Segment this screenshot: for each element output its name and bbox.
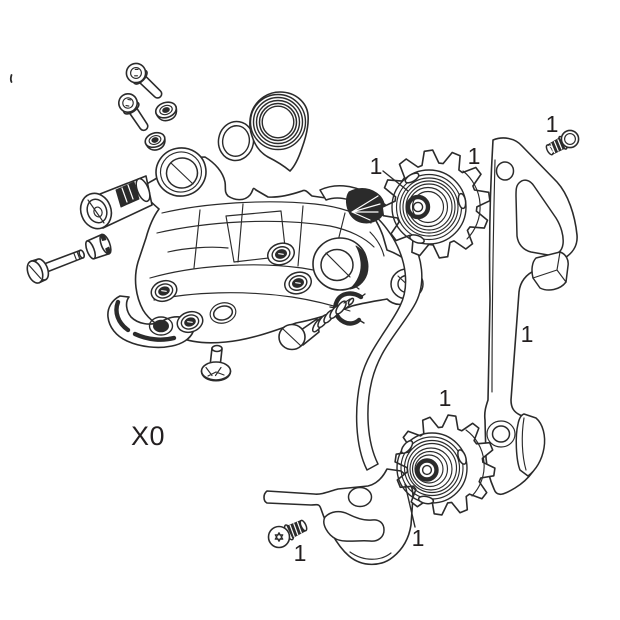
pivot-pin (267, 242, 295, 266)
leader-line-upper-pulley (382, 170, 409, 192)
callout-labels: 1 1 1 1 1 1 1 (294, 111, 559, 566)
mounting-bolt-lower (118, 93, 149, 132)
barrel-nut (85, 233, 112, 260)
speck-mark (9, 74, 13, 83)
leader-line-lower-pulley (404, 483, 416, 528)
pivot-pin (284, 271, 312, 295)
outer-cage-plate (483, 137, 578, 496)
callout-lower-pulley-assembly: 1 (439, 385, 452, 411)
b-screw-and-spring (278, 297, 355, 351)
callout-inner-cage-bolt: 1 (294, 540, 307, 566)
callout-outer-cage-plate: 1 (521, 321, 534, 347)
callout-lower-pulley: 1 (412, 525, 425, 551)
inner-cage-plate (263, 468, 414, 566)
pivot-pins (150, 242, 312, 334)
lower-pulley (394, 414, 496, 516)
pivot-pin (176, 310, 204, 334)
stop-rivet (200, 344, 232, 382)
o-ring (217, 120, 255, 162)
flanged-nut-lower (144, 131, 166, 151)
upper-pulley (381, 149, 491, 259)
anchor-washer (249, 91, 309, 172)
callout-upper-pulley: 1 (370, 153, 383, 179)
b-knuckle (79, 147, 207, 230)
callout-upper-pulley-assembly: 1 (468, 143, 481, 169)
outer-cage-bolt (545, 129, 580, 156)
pivot-pin (150, 279, 178, 303)
cage-pivot-boss (312, 237, 369, 291)
flanged-nut-upper (154, 101, 178, 122)
callout-outer-cage-bolt: 1 (546, 111, 559, 137)
product-label: X0 (131, 421, 165, 451)
mounting-bolt-upper (125, 62, 163, 99)
inner-cage-bolt (267, 519, 308, 549)
pivot-bolt-long (26, 249, 86, 284)
